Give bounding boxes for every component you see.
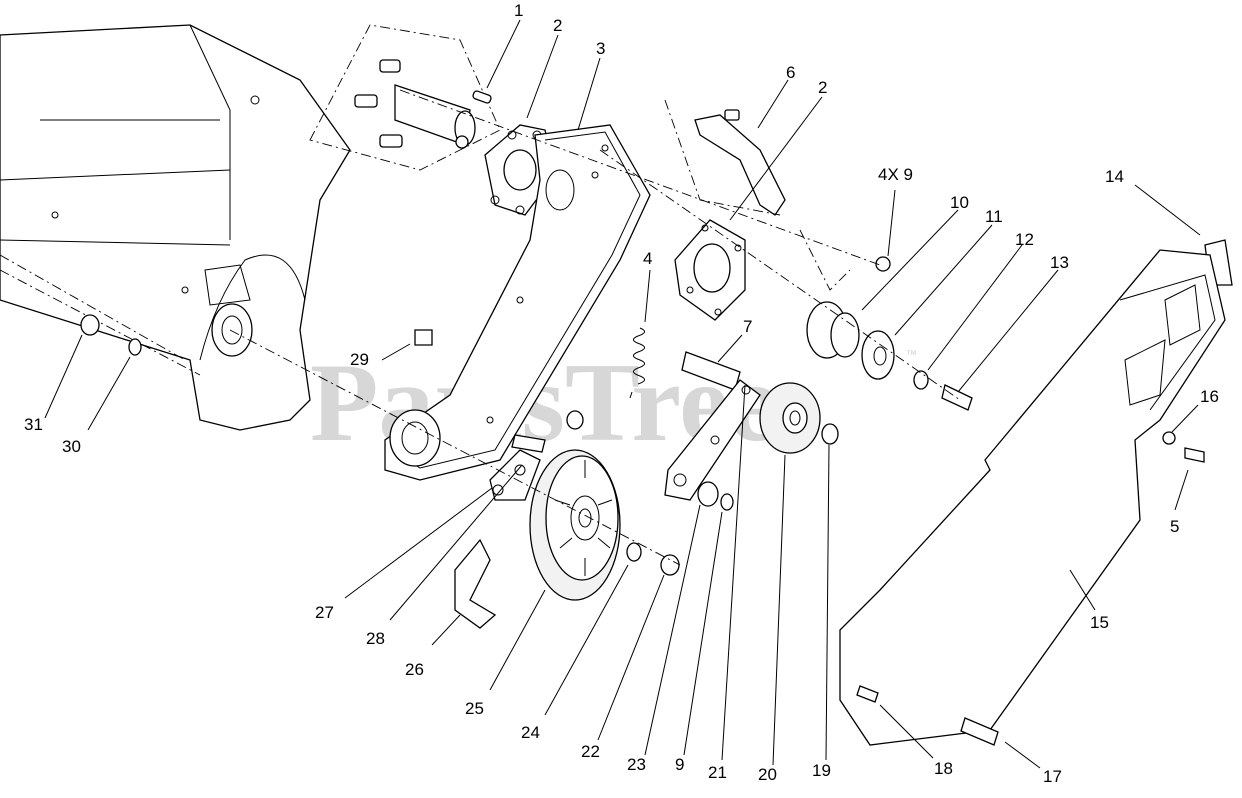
- callout-3: 3: [596, 39, 605, 58]
- callout-14: 14: [1105, 167, 1124, 186]
- callout-23: 23: [627, 755, 646, 774]
- bolt-part-17: [960, 717, 999, 746]
- nut-part-9: [720, 493, 734, 511]
- callout-9: 9: [675, 755, 684, 774]
- housing-frame: [0, 24, 351, 431]
- callout-16: 16: [1200, 387, 1219, 406]
- washer-part-30: [128, 338, 142, 356]
- callout-27: 27: [315, 603, 334, 622]
- callout-24: 24: [521, 723, 540, 742]
- callout-2b: 2: [818, 78, 827, 97]
- bolt-part-18: [856, 685, 879, 703]
- bolt-part-29: [414, 329, 433, 346]
- bolt-part-28: [511, 434, 546, 453]
- callout-20: 20: [758, 765, 777, 784]
- pulley-part-20: [759, 382, 821, 454]
- bracket-part-6: [664, 99, 851, 291]
- callout-25: 25: [465, 699, 484, 718]
- callout-6: 6: [786, 63, 795, 82]
- callout-11: 11: [985, 207, 1003, 226]
- belt-cover-plate: [384, 124, 651, 481]
- flange-plate-right: [674, 219, 746, 321]
- callout-21: 21: [708, 763, 727, 782]
- callout-4: 4: [643, 249, 652, 268]
- callout-28: 28: [366, 629, 385, 648]
- callout-1: 1: [514, 1, 523, 20]
- shaft-bushing: [354, 59, 476, 149]
- bearing-stack: [806, 256, 973, 411]
- callout-26: 26: [405, 660, 424, 679]
- washer-part-23: [697, 481, 719, 507]
- spring-part-4: [629, 327, 645, 399]
- callout-13: 13: [1050, 253, 1069, 272]
- strip-part-26: [454, 538, 497, 629]
- callout-30: 30: [62, 437, 81, 456]
- callout-4x9: 4X 9: [878, 165, 913, 184]
- idler-arm: [664, 379, 761, 501]
- pin-part-1: [472, 90, 492, 104]
- axis-line: [229, 329, 681, 566]
- callout-15: 15: [1090, 613, 1109, 632]
- washer-part-ring: [566, 410, 584, 430]
- nut-part-22: [660, 554, 680, 576]
- callout-5: 5: [1170, 517, 1179, 536]
- nut-part-19: [821, 423, 839, 445]
- callout-10: 10: [950, 193, 969, 212]
- callout-31: 31: [24, 415, 43, 434]
- callout-2: 2: [553, 16, 562, 35]
- belt-guard: [839, 239, 1233, 746]
- callout-7: 7: [743, 317, 752, 336]
- callout-18: 18: [934, 759, 953, 778]
- callout-12: 12: [1015, 230, 1034, 249]
- callout-29: 29: [350, 350, 369, 369]
- callout-labels: 1 2 3 6 2 4X 9 10 11 12 13 14 4 7 16 5 2…: [24, 1, 1219, 786]
- phantom-outline: [309, 24, 501, 171]
- callout-17: 17: [1043, 767, 1062, 786]
- callout-19: 19: [812, 761, 831, 780]
- washer-part-24: [626, 542, 642, 562]
- pulley-part-25: [529, 449, 621, 601]
- leader-lines: [44, 19, 1201, 769]
- watermark-trademark: ™: [906, 349, 917, 361]
- nut-part-31: [80, 314, 100, 336]
- callout-22: 22: [581, 742, 600, 761]
- axis-line: [599, 149, 961, 401]
